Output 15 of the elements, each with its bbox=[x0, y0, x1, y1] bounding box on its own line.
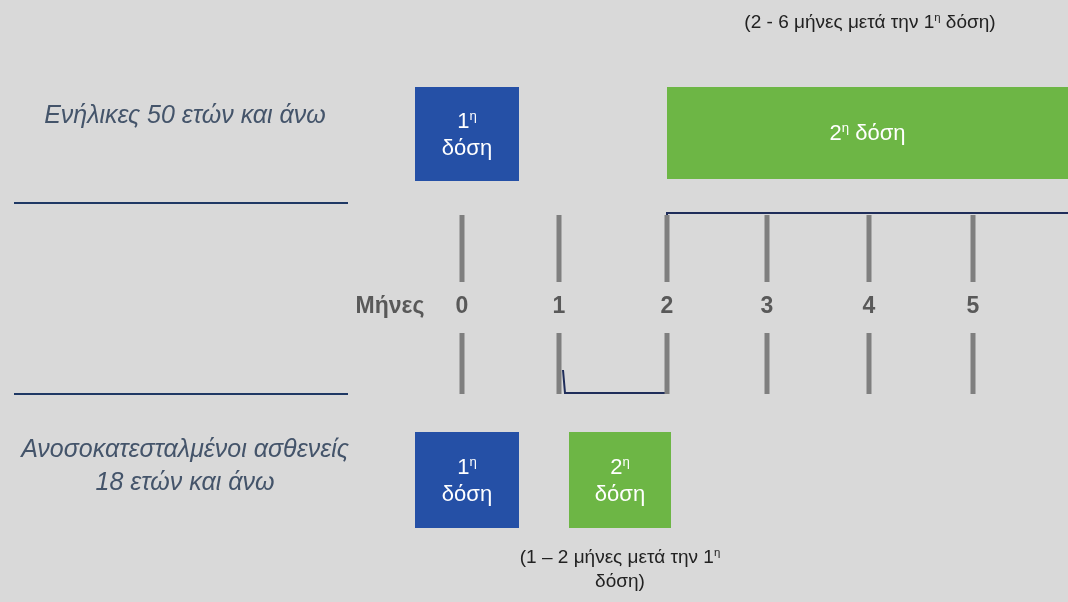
group-label: Ενήλικες 50 ετών και άνω bbox=[43, 99, 327, 130]
tick-label: 5 bbox=[965, 292, 981, 319]
tick-label: 3 bbox=[759, 292, 775, 319]
tick-label: 1 bbox=[551, 292, 567, 319]
group-label: Ανοσοκατεσταλμένοι ασθενείς 18 ετών και άνω bbox=[20, 433, 350, 497]
tick-label: 4 bbox=[861, 292, 877, 319]
dose-box: 1$^{η}$ δόση bbox=[415, 432, 519, 528]
tick-label: 2 bbox=[659, 292, 675, 319]
tick-label: 0 bbox=[454, 292, 470, 319]
timing-note: (1 – 2 μήνες μετά την 1$^{η}$ δόση) bbox=[518, 545, 722, 593]
dose-box: 1$^{η}$ δόση bbox=[415, 87, 519, 181]
dose-box: 2$^{η}$ δόση bbox=[569, 432, 671, 528]
timing-note: (2 - 6 μήνες μετά την 1$^{η}$ δόση) bbox=[743, 10, 997, 35]
axis-title: Μήνες bbox=[354, 292, 426, 319]
dose-box: 2$^{η}$ δόση bbox=[667, 87, 1068, 179]
